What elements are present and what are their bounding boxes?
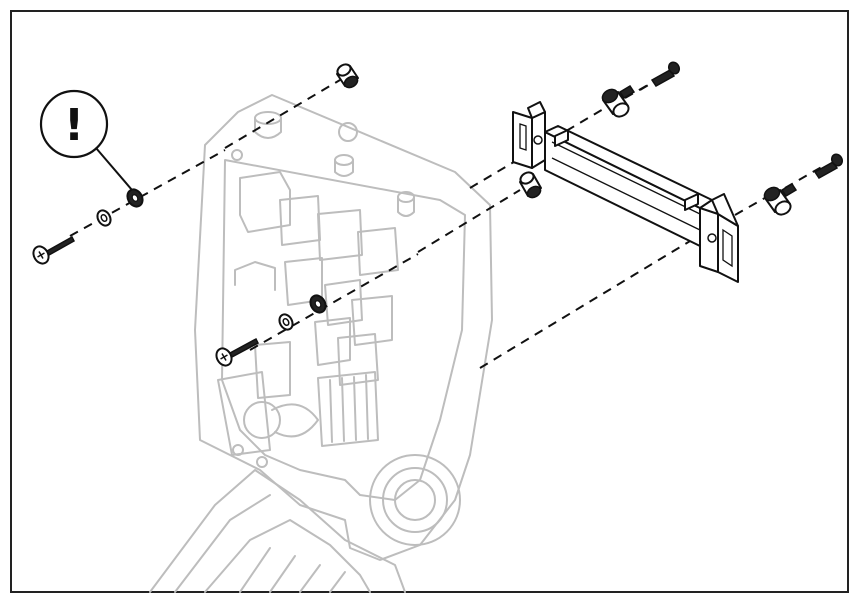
spacer-icon	[519, 171, 542, 199]
screw-icon	[215, 337, 259, 367]
washer-icon	[96, 209, 112, 227]
guide-line-mid-screw	[249, 253, 419, 351]
guide-line-left-screw	[69, 149, 226, 237]
warning-symbol: !	[64, 100, 84, 151]
guide-line-mid-spacer	[417, 189, 521, 253]
washer-icon	[126, 188, 144, 208]
washer-icon	[278, 313, 294, 331]
guide-line-lower-rail	[479, 231, 706, 369]
washer-icon	[309, 294, 327, 314]
diagram-frame	[10, 10, 849, 593]
spacer-icon	[336, 63, 359, 89]
screw-icon	[650, 61, 681, 87]
wallbox-housing-icon	[149, 94, 493, 593]
spacer-icon	[601, 84, 636, 118]
spacer-icon	[763, 182, 798, 216]
screw-icon	[32, 235, 75, 265]
screw-icon	[813, 153, 844, 179]
warning-circle-icon: !	[39, 89, 133, 191]
guide-line-upper-rail	[469, 107, 606, 189]
mounting-bracket-icon	[512, 101, 739, 283]
guide-line-top-spacer	[224, 79, 341, 149]
